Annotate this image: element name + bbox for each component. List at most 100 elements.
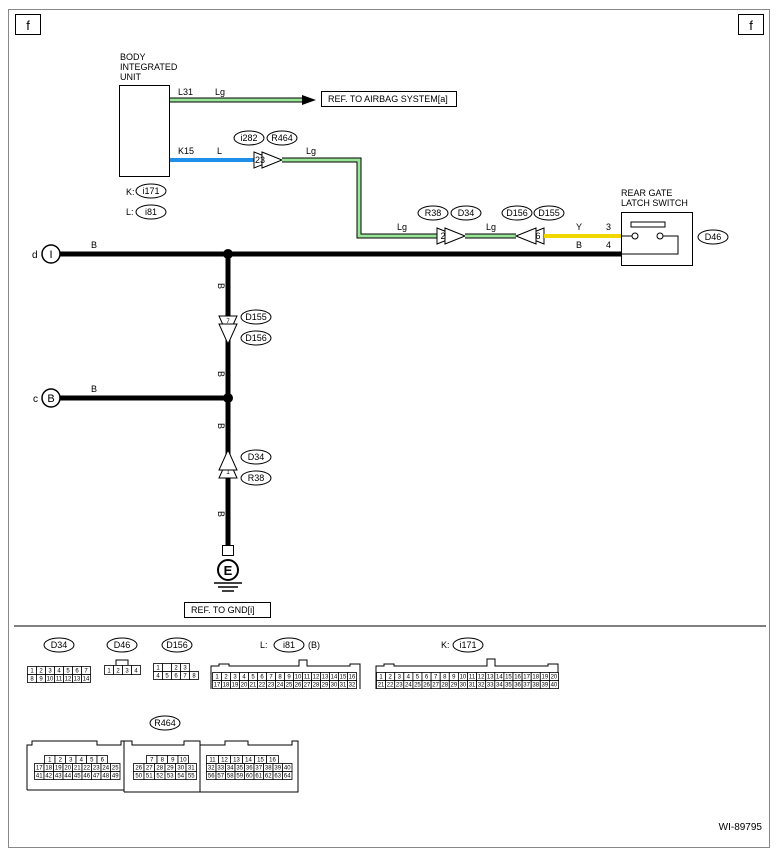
body-unit-conn-k: i171 xyxy=(142,186,159,196)
joint2-connector-icon xyxy=(436,227,467,245)
conn-d34-pin-number: 6 xyxy=(75,669,79,675)
conn-r464-pin-number: 11 xyxy=(209,758,216,764)
conn-r464-pin-number: 22 xyxy=(83,766,90,772)
conn-i171-pin-number: 15 xyxy=(505,675,512,681)
conn-r464-pin-number: 54 xyxy=(177,774,184,780)
conn-i171-pin-number: 10 xyxy=(460,675,467,681)
node-d-symbol: I xyxy=(49,249,52,261)
conn-i81-pin-number: 27 xyxy=(304,683,311,689)
conn-r464-pin-number: 12 xyxy=(221,758,228,764)
joint6-conn-a: D156 xyxy=(506,208,528,218)
pin-l31-label: L31 xyxy=(178,87,193,97)
conn-d156-label-ellipse xyxy=(161,637,193,653)
wire-lg-route xyxy=(282,158,437,238)
airbag-ref-text: REF. TO AIRBAG SYSTEM[a] xyxy=(328,94,448,104)
conn-d34-pin-number: 9 xyxy=(39,677,43,683)
node-d-letter: d xyxy=(32,250,38,261)
body-unit-k-prefix: K: xyxy=(126,187,135,197)
conn-d34-pin-number: 12 xyxy=(65,677,72,683)
vwire-label-3: B xyxy=(216,423,226,429)
conn-i81-pin-number: 5 xyxy=(251,675,255,681)
conn-r464-pin-number: 2 xyxy=(59,758,63,764)
conn-d156-pin-number: 4 xyxy=(156,674,160,680)
wire-y-label: Y xyxy=(576,222,582,232)
joint23-wire-out-label: Lg xyxy=(306,146,316,156)
conn-i171-pin-number: 22 xyxy=(387,683,394,689)
switch-symbol-icon xyxy=(621,221,679,255)
conn-i171-label: i171 xyxy=(459,640,476,650)
conn-r464-pin-number: 21 xyxy=(74,766,81,772)
wire-l31-color-label: Lg xyxy=(215,87,225,97)
conn-r464-pin-number: 60 xyxy=(246,774,253,780)
conn-r464-pin-number: 43 xyxy=(55,774,62,780)
conn-d34-pin-cell xyxy=(81,674,91,683)
joint2-wire-out-label: Lg xyxy=(486,222,496,232)
conn-i171-pin-number: 39 xyxy=(542,683,549,689)
conn-r464-pin-number: 15 xyxy=(257,758,264,764)
conn-i171-pin-number: 25 xyxy=(414,683,421,689)
conn-i81-pin-number: 12 xyxy=(313,675,320,681)
conn-r464-pin-number: 36 xyxy=(246,766,253,772)
conn-i171-pin-number: 8 xyxy=(443,675,447,681)
conn-r464-pin-number: 7 xyxy=(150,758,154,764)
conn-i171-pin-number: 27 xyxy=(432,683,439,689)
conn-r464-pin-number: 59 xyxy=(236,774,243,780)
corner-box-left xyxy=(15,14,41,35)
joint7-conn-a-ellipse xyxy=(240,309,272,325)
conn-d46-pin-number: 1 xyxy=(107,669,111,675)
conn-i171-pin-number: 32 xyxy=(478,683,485,689)
conn-i81-pin-number: 25 xyxy=(286,683,293,689)
conn-i81-pin-number: 1 xyxy=(215,675,219,681)
conn-i81-pin-number: 13 xyxy=(322,675,329,681)
node-c-wire-label: B xyxy=(91,384,97,394)
conn-d156-pin-number: 5 xyxy=(165,674,169,680)
conn-d156-pin-cell xyxy=(162,663,172,672)
vwire-label-1: B xyxy=(216,283,226,289)
conn-i171-pin-number: 29 xyxy=(451,683,458,689)
conn-i171-pin-number: 6 xyxy=(425,675,429,681)
body-unit-title-2: INTEGRATED xyxy=(120,62,178,72)
switch-connector: D46 xyxy=(705,232,722,242)
conn-i171-pin-number: 13 xyxy=(487,675,494,681)
conn-d46-pin-number: 4 xyxy=(134,669,138,675)
conn-r464-pin-number: 30 xyxy=(177,766,184,772)
conn-d34-pin-number: 13 xyxy=(74,677,81,683)
conn-r464-pin-number: 41 xyxy=(36,774,43,780)
conn-i171-pin-number: 11 xyxy=(469,675,476,681)
joint23-conn-b: R464 xyxy=(271,133,293,143)
node-d-wire-label: B xyxy=(91,240,97,250)
conn-i81-pin-number: 10 xyxy=(295,675,302,681)
node-c-circle xyxy=(41,388,61,408)
conn-r464-pin-number: 57 xyxy=(217,774,224,780)
joint7-pin: 7 xyxy=(226,319,230,325)
conn-i171-pin-number: 16 xyxy=(514,675,521,681)
joint6-conn-a-ellipse xyxy=(501,205,533,221)
conn-r464-pin-number: 63 xyxy=(274,774,281,780)
joint7-connector-icon xyxy=(218,315,238,346)
switch-connector-ellipse xyxy=(697,229,729,245)
conn-r464-pin-number: 52 xyxy=(156,774,163,780)
airbag-ref-box xyxy=(321,91,457,107)
conn-d34-pin-number: 4 xyxy=(57,669,61,675)
conn-d46-pin-number: 2 xyxy=(116,669,120,675)
conn-i81-pin-number: 19 xyxy=(232,683,239,689)
conn-i81-suffix: (B) xyxy=(308,640,320,650)
conn-r464-pin-number: 16 xyxy=(269,758,276,764)
conn-i81-pin-number: 22 xyxy=(259,683,266,689)
vwire-label-4: B xyxy=(216,511,226,517)
vwire-label-2: B xyxy=(216,371,226,377)
joint1-connector-icon xyxy=(218,448,238,479)
joint7-conn-a: D155 xyxy=(245,312,267,322)
wire-b-switch-label: B xyxy=(576,240,582,250)
conn-r464-pin-number: 37 xyxy=(255,766,262,772)
body-unit-conn-k-ellipse xyxy=(135,183,167,199)
joint6-pin: 6 xyxy=(535,231,540,241)
conn-r464-pin-number: 4 xyxy=(80,758,84,764)
conn-r464-pin-number: 48 xyxy=(102,774,109,780)
conn-r464-pin-cell xyxy=(110,771,121,780)
conn-r464-pin-number: 29 xyxy=(167,766,174,772)
conn-i171-pin-number: 35 xyxy=(505,683,512,689)
conn-i81-pin-number: 26 xyxy=(295,683,302,689)
airbag-arrow-icon xyxy=(302,95,316,105)
conn-i171-pin-number: 38 xyxy=(532,683,539,689)
